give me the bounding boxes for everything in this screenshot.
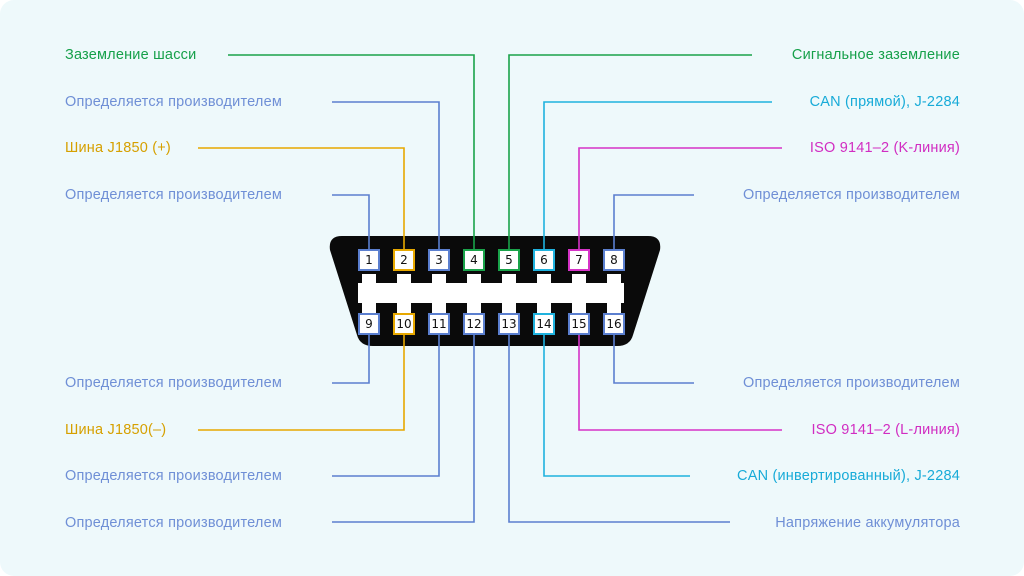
leader-line-pin8	[613, 194, 694, 249]
label-pin9: Определяется производителем	[65, 375, 283, 391]
connector-tooth	[432, 274, 446, 284]
leader-line-pin16	[613, 335, 694, 384]
connector-tooth	[362, 303, 376, 313]
label-pin5: Сигнальное заземление	[791, 47, 960, 63]
pin-3: 3	[428, 249, 450, 271]
connector-tooth	[502, 274, 516, 284]
connector-tooth	[572, 274, 586, 284]
connector-tooth	[537, 274, 551, 284]
pin-13: 13	[498, 313, 520, 335]
leader-line-pin5	[508, 54, 752, 249]
pin-7: 7	[568, 249, 590, 271]
leader-line-pin12	[332, 335, 475, 523]
label-pin4: Заземление шасси	[65, 47, 197, 63]
pin-8: 8	[603, 249, 625, 271]
pin-15: 15	[568, 313, 590, 335]
label-pin14: CAN (инвертированный), J-2284	[737, 468, 960, 484]
connector-tooth	[502, 303, 516, 313]
connector-tooth	[572, 303, 586, 313]
connector-tooth	[432, 303, 446, 313]
pin-4: 4	[463, 249, 485, 271]
leader-line-pin10	[198, 335, 405, 431]
leader-line-pin9	[332, 335, 370, 384]
leader-line-pin2	[198, 147, 405, 249]
leader-line-pin1	[332, 194, 370, 249]
label-pin16: Определяется производителем	[742, 375, 960, 391]
connector-tooth	[467, 274, 481, 284]
leader-line-pin4	[228, 54, 475, 249]
pin-14: 14	[533, 313, 555, 335]
label-pin15: ISO 9141–2 (L-линия)	[811, 422, 960, 438]
pin-6: 6	[533, 249, 555, 271]
connector-tooth	[537, 303, 551, 313]
pin-11: 11	[428, 313, 450, 335]
pin-1: 1	[358, 249, 380, 271]
pin-12: 12	[463, 313, 485, 335]
connector-tooth	[607, 274, 621, 284]
pin-9: 9	[358, 313, 380, 335]
pin-5: 5	[498, 249, 520, 271]
label-pin10: Шина J1850(–)	[65, 422, 167, 438]
leader-line-pin14	[543, 335, 690, 477]
pin-2: 2	[393, 249, 415, 271]
label-pin1: Определяется производителем	[65, 187, 283, 203]
pin-10: 10	[393, 313, 415, 335]
label-pin11: Определяется производителем	[65, 468, 283, 484]
leader-line-pin7	[578, 147, 782, 249]
label-pin7: ISO 9141–2 (K-линия)	[809, 140, 960, 156]
leader-line-pin6	[543, 101, 772, 249]
connector-tooth	[397, 274, 411, 284]
label-pin2: Шина J1850 (+)	[65, 140, 171, 156]
pin-16: 16	[603, 313, 625, 335]
leader-line-pin11	[332, 335, 440, 477]
label-pin3: Определяется производителем	[65, 94, 283, 110]
pin-leader-lines	[198, 54, 782, 523]
leader-line-pin15	[578, 335, 782, 431]
label-pin8: Определяется производителем	[742, 187, 960, 203]
connector-teeth	[362, 274, 621, 313]
leader-line-pin3	[332, 101, 440, 249]
label-pin6: CAN (прямой), J-2284	[809, 94, 960, 110]
connector-tooth	[607, 303, 621, 313]
connector-tooth	[362, 274, 376, 284]
connector-tooth	[397, 303, 411, 313]
leader-line-pin13	[508, 335, 730, 523]
connector-tooth	[467, 303, 481, 313]
connector-slot	[358, 283, 624, 303]
label-pin13: Напряжение аккумулятора	[775, 515, 960, 531]
label-pin12: Определяется производителем	[65, 515, 283, 531]
